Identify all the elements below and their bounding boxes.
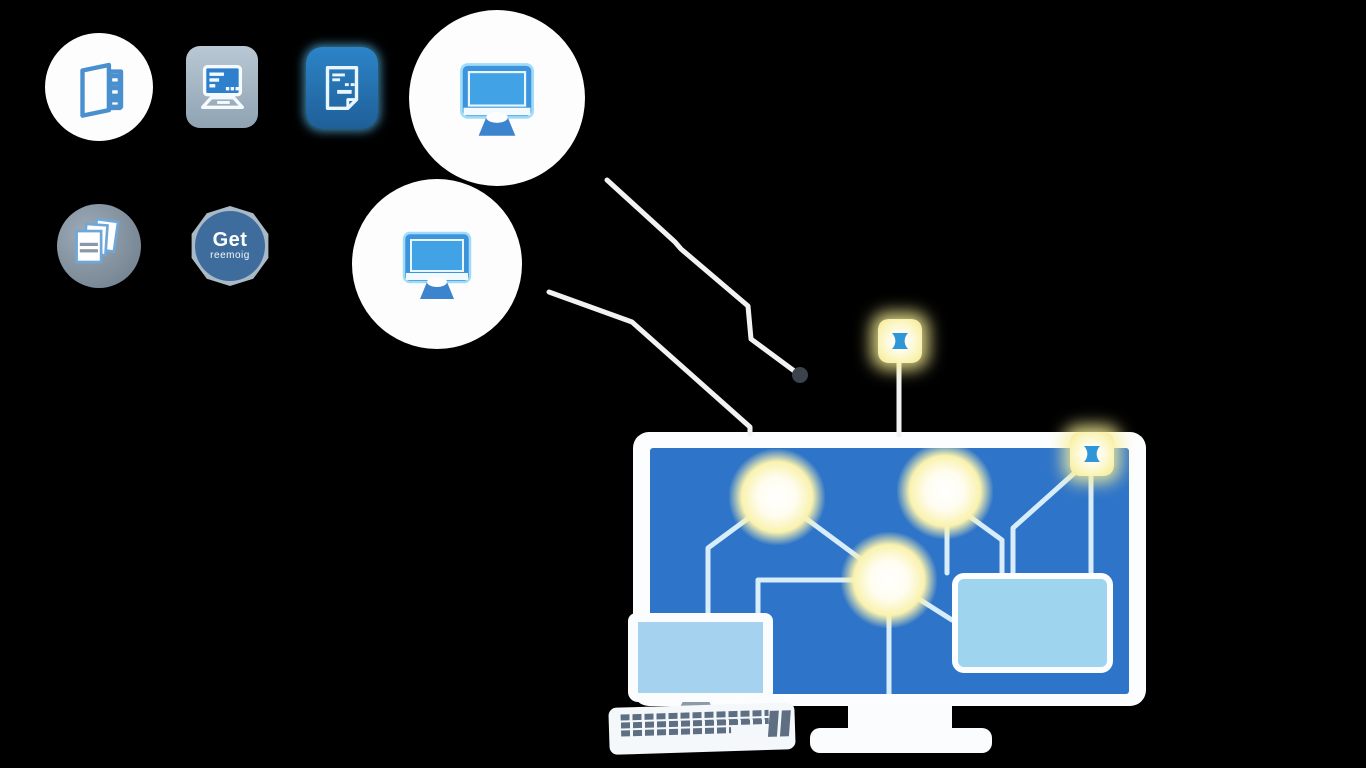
glow-circle-node-right — [897, 448, 993, 539]
glow-square-node-floating — [878, 319, 922, 363]
document-icon[interactable] — [306, 47, 378, 129]
keyboard-key-row — [621, 727, 732, 737]
get-badge[interactable]: Get reemoig — [191, 206, 269, 286]
monitor-stand-base — [810, 728, 992, 753]
keyboard-side-key — [767, 710, 779, 737]
documents-stack-icon[interactable] — [57, 204, 141, 288]
desktop-computer-glyph — [200, 65, 244, 109]
connector-line-2 — [546, 289, 753, 437]
hub-desktop-icon-2[interactable] — [352, 179, 522, 349]
notebook-icon[interactable] — [45, 33, 153, 141]
laptop-screen — [638, 622, 763, 693]
glow-square-node-corner — [1070, 432, 1114, 476]
desktop-computer-icon[interactable] — [186, 46, 258, 128]
notebook-glyph — [80, 62, 124, 118]
laptop-frame — [628, 613, 773, 702]
desktop-monitor-glyph — [460, 63, 534, 136]
get-badge-title: Get — [212, 229, 248, 251]
glow-circle-node-center — [841, 532, 937, 628]
documents-stack-glyph — [75, 217, 120, 264]
connector-end-dot — [792, 367, 808, 383]
keyboard — [608, 702, 796, 755]
keyboard-side-key — [779, 710, 791, 737]
get-badge-subtitle: reemoig — [210, 250, 250, 261]
hub-desktop-icon-1[interactable] — [409, 10, 585, 186]
get-badge-face: Get reemoig — [195, 211, 265, 281]
bowtie-icon — [892, 333, 908, 349]
connector-line-1 — [604, 177, 800, 376]
document-glyph — [325, 66, 359, 110]
monitor-frame — [633, 432, 1146, 706]
desktop-monitor-glyph — [402, 231, 472, 299]
bowtie-icon — [1084, 446, 1100, 462]
glow-circle-node-left — [729, 449, 825, 545]
screen-panel — [952, 573, 1113, 673]
